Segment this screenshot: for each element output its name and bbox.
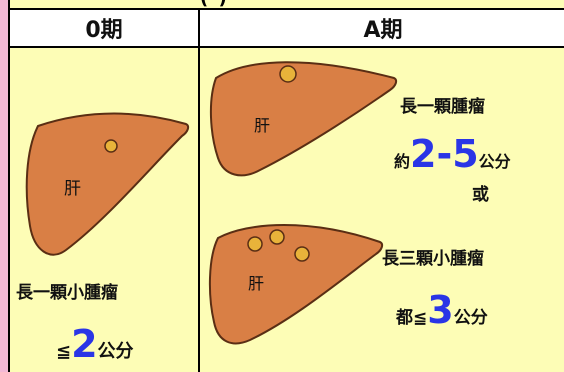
size-unit: 公分 [453,308,488,328]
column-header-stage-a: A期 [200,10,564,48]
stage-a-triple-size: 都≦3公分 [396,288,488,332]
tumor-marker [247,236,263,252]
size-value: 2-5 [410,132,479,176]
tumor-marker [279,65,297,83]
size-prefix: 約 [394,152,411,171]
stage-0-description: 長一顆小腫瘤 [16,283,118,303]
stage-a-triple-description: 長三顆小腫瘤 [382,249,484,269]
size-value: 3 [427,288,454,332]
tumor-marker [269,229,285,245]
liver-stage-a-single [209,61,398,177]
title-bar: ( ) [10,0,564,10]
tumor-marker [294,246,310,262]
size-unit: 公分 [97,341,134,362]
size-value: 2 [71,322,98,366]
size-unit: 公分 [478,152,511,171]
liver-label: 肝 [254,116,271,135]
stage-0-size: ≦2公分 [56,322,134,366]
tumor-marker [104,139,118,153]
stage-a-single-description: 長一顆腫瘤 [400,97,485,117]
liver-stage-a-triple [208,224,384,345]
size-prefix: 都≦ [396,308,428,328]
liver-label: 肝 [64,179,81,199]
liver-stage-0 [25,112,190,256]
diagram-panel: ( ) 0期 A期 肝 肝 肝 長一顆小腫瘤 ≦2公分 長一顆腫瘤 [8,0,564,372]
column-divider [198,46,200,372]
stage-a-single-size: 約2-5公分 [394,132,511,176]
liver-label: 肝 [248,274,265,293]
title-fragment: ( ) [200,0,229,8]
size-prefix: ≦ [56,341,72,362]
liver-illustrations [25,61,398,345]
or-connector: 或 [472,185,489,205]
column-header-stage-0: 0期 [10,10,200,48]
